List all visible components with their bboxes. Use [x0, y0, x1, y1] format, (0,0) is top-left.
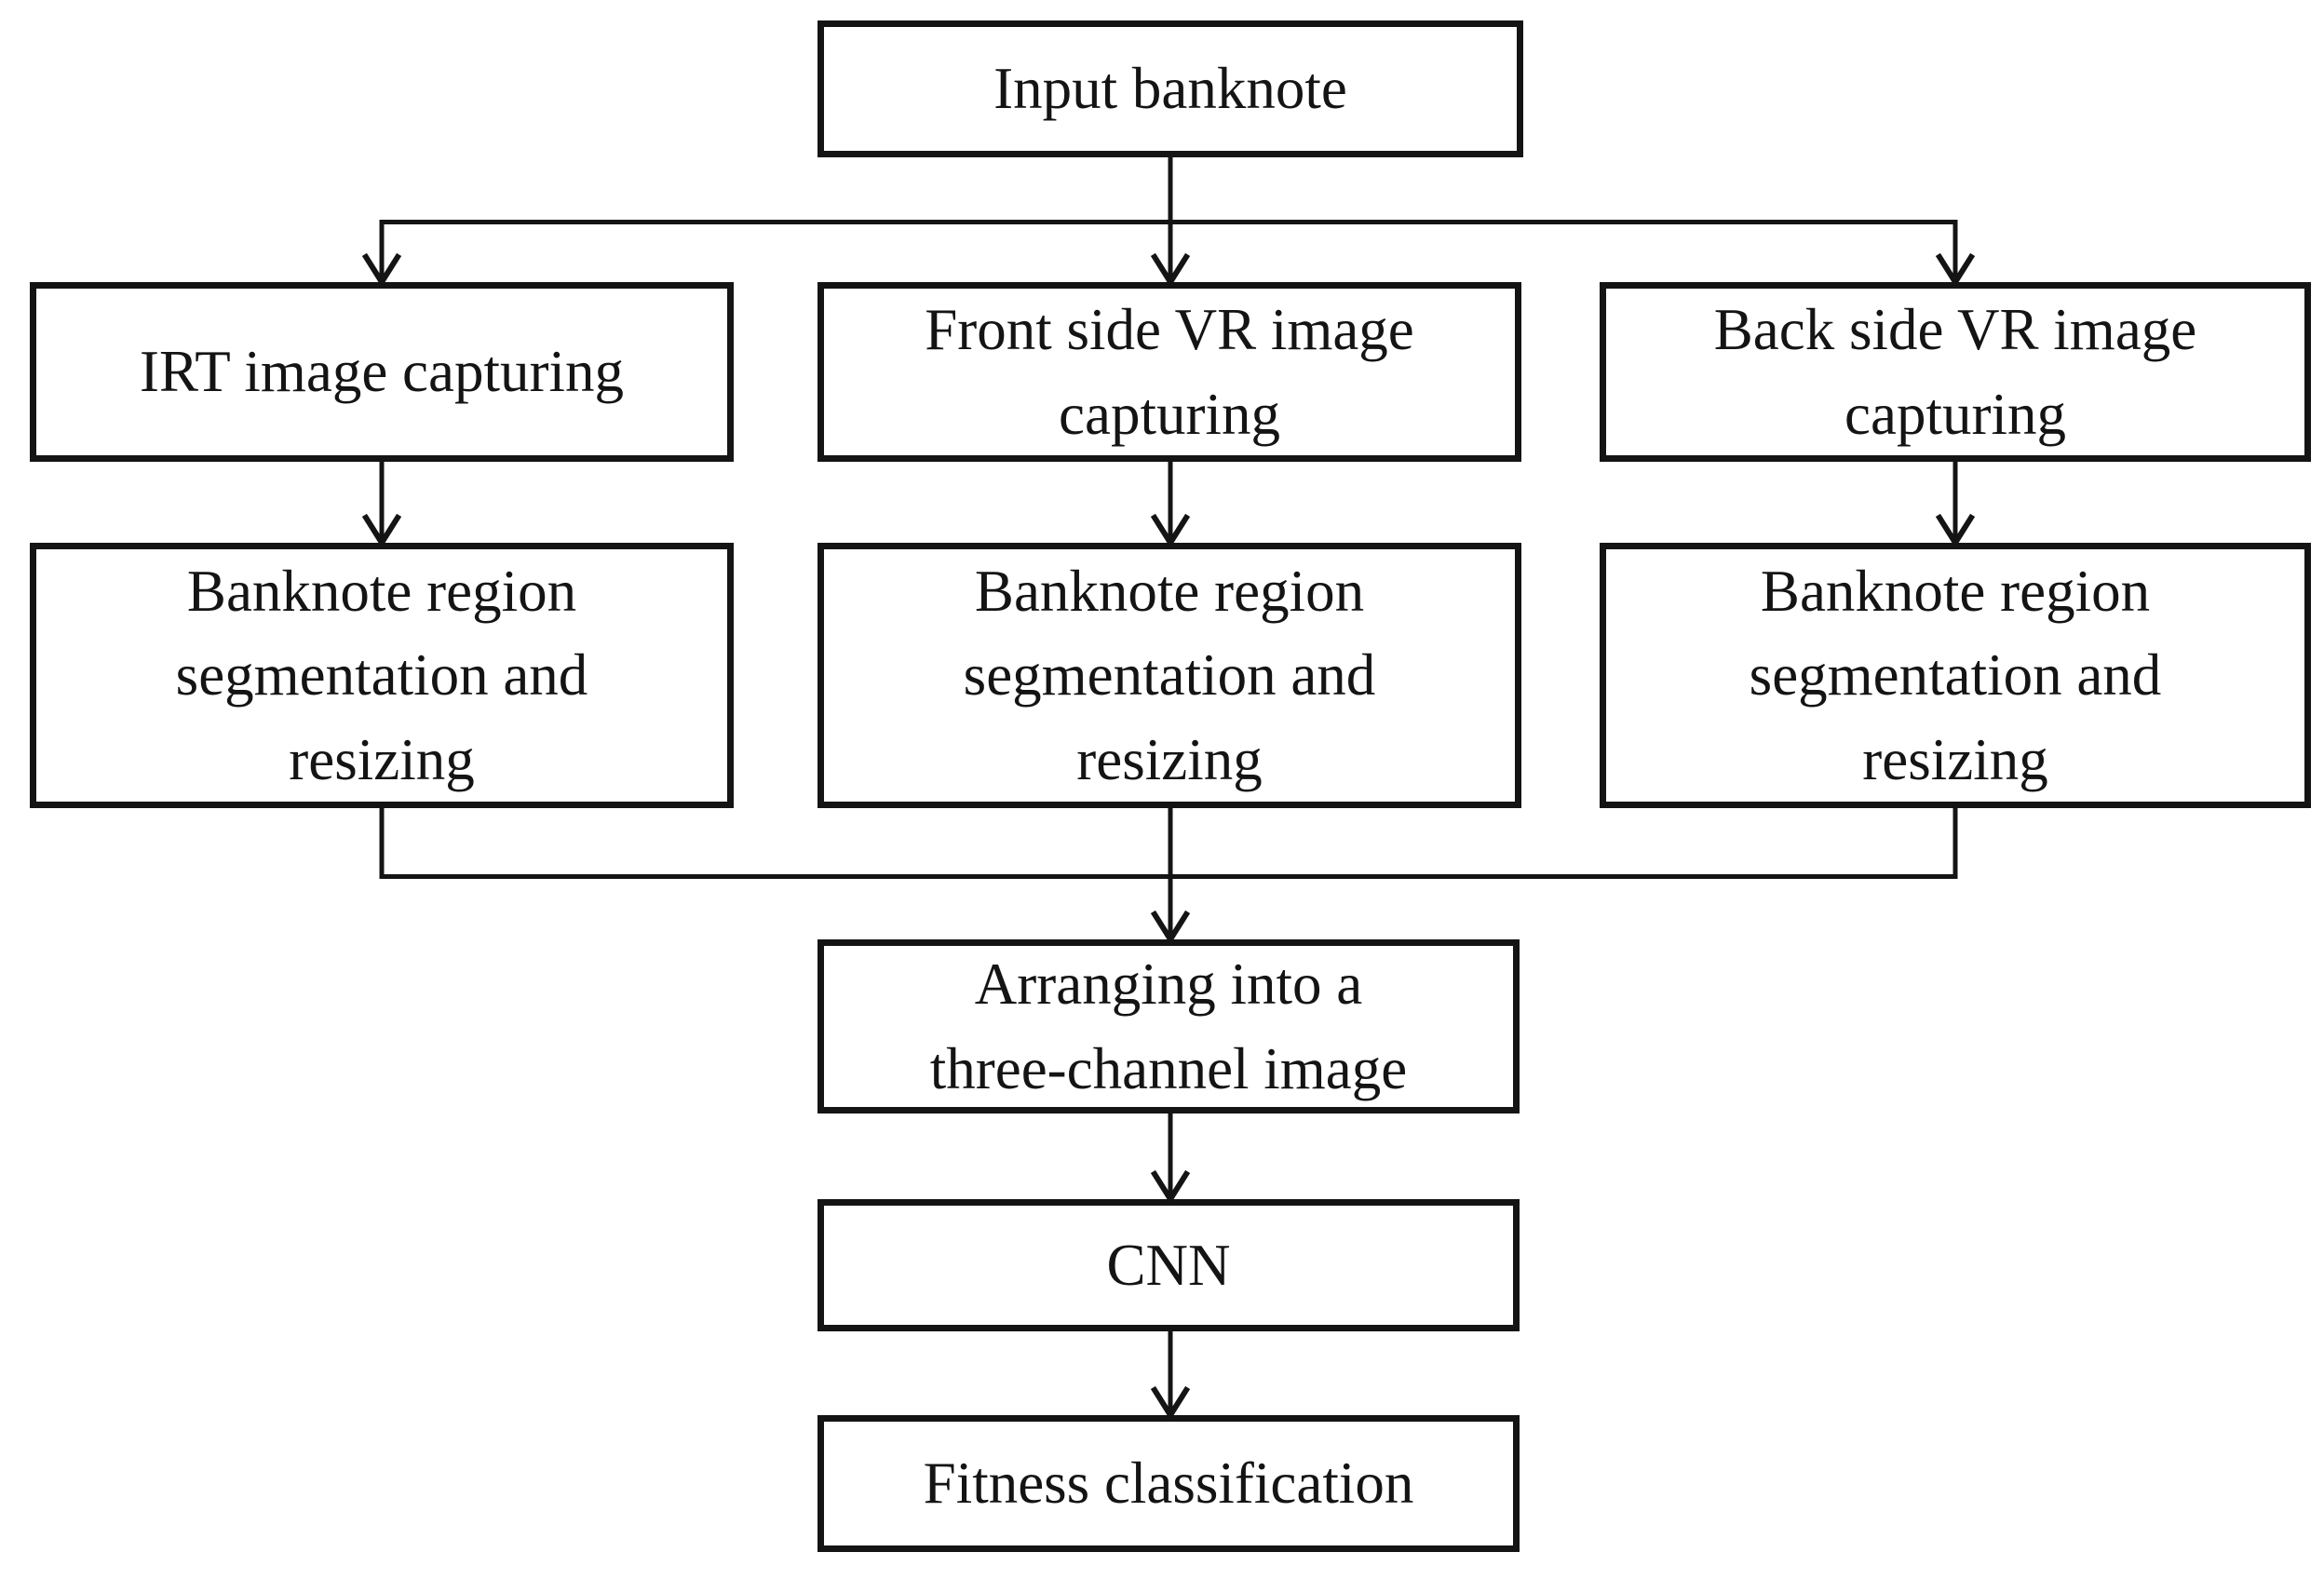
node-cnn: CNN	[817, 1199, 1520, 1331]
node-input-banknote-label: Input banknote	[993, 56, 1347, 122]
node-segmentation-right: Banknote region segmentation and resizin…	[1600, 543, 2311, 808]
node-front-side-vr-capturing: Front side VR image capturing	[817, 282, 1521, 462]
node-segmentation-middle: Banknote region segmentation and resizin…	[817, 543, 1521, 808]
node-segmentation-left-line3: resizing	[289, 726, 475, 792]
node-irt-image-capturing: IRT image capturing	[30, 282, 734, 462]
node-back-side-vr-capturing-line2: capturing	[1844, 381, 2066, 447]
node-fitness-classification-label: Fitness classification	[923, 1451, 1414, 1517]
node-arranging-three-channel: Arranging into a three-channel image	[817, 939, 1520, 1113]
node-front-side-vr-capturing-line1: Front side VR image	[925, 297, 1414, 363]
node-segmentation-middle-line2: segmentation and	[963, 642, 1376, 709]
node-segmentation-right-line1: Banknote region	[1760, 559, 2151, 625]
node-irt-image-capturing-label: IRT image capturing	[140, 339, 624, 405]
node-segmentation-left-line2: segmentation and	[175, 642, 588, 709]
node-input-banknote: Input banknote	[817, 20, 1523, 157]
node-segmentation-left-line1: Banknote region	[186, 559, 577, 625]
node-arranging-three-channel-line2: three-channel image	[929, 1035, 1408, 1101]
node-back-side-vr-capturing: Back side VR image capturing	[1600, 282, 2311, 462]
node-back-side-vr-capturing-line1: Back side VR image	[1713, 297, 2197, 363]
node-front-side-vr-capturing-line2: capturing	[1059, 381, 1280, 447]
node-segmentation-left: Banknote region segmentation and resizin…	[30, 543, 734, 808]
node-segmentation-middle-line1: Banknote region	[974, 559, 1365, 625]
node-segmentation-right-line2: segmentation and	[1749, 642, 2162, 709]
node-arranging-three-channel-line1: Arranging into a	[974, 951, 1363, 1018]
node-segmentation-middle-line3: resizing	[1076, 726, 1263, 792]
node-cnn-label: CNN	[1106, 1232, 1231, 1298]
node-fitness-classification: Fitness classification	[817, 1415, 1520, 1552]
node-segmentation-right-line3: resizing	[1862, 726, 2048, 792]
